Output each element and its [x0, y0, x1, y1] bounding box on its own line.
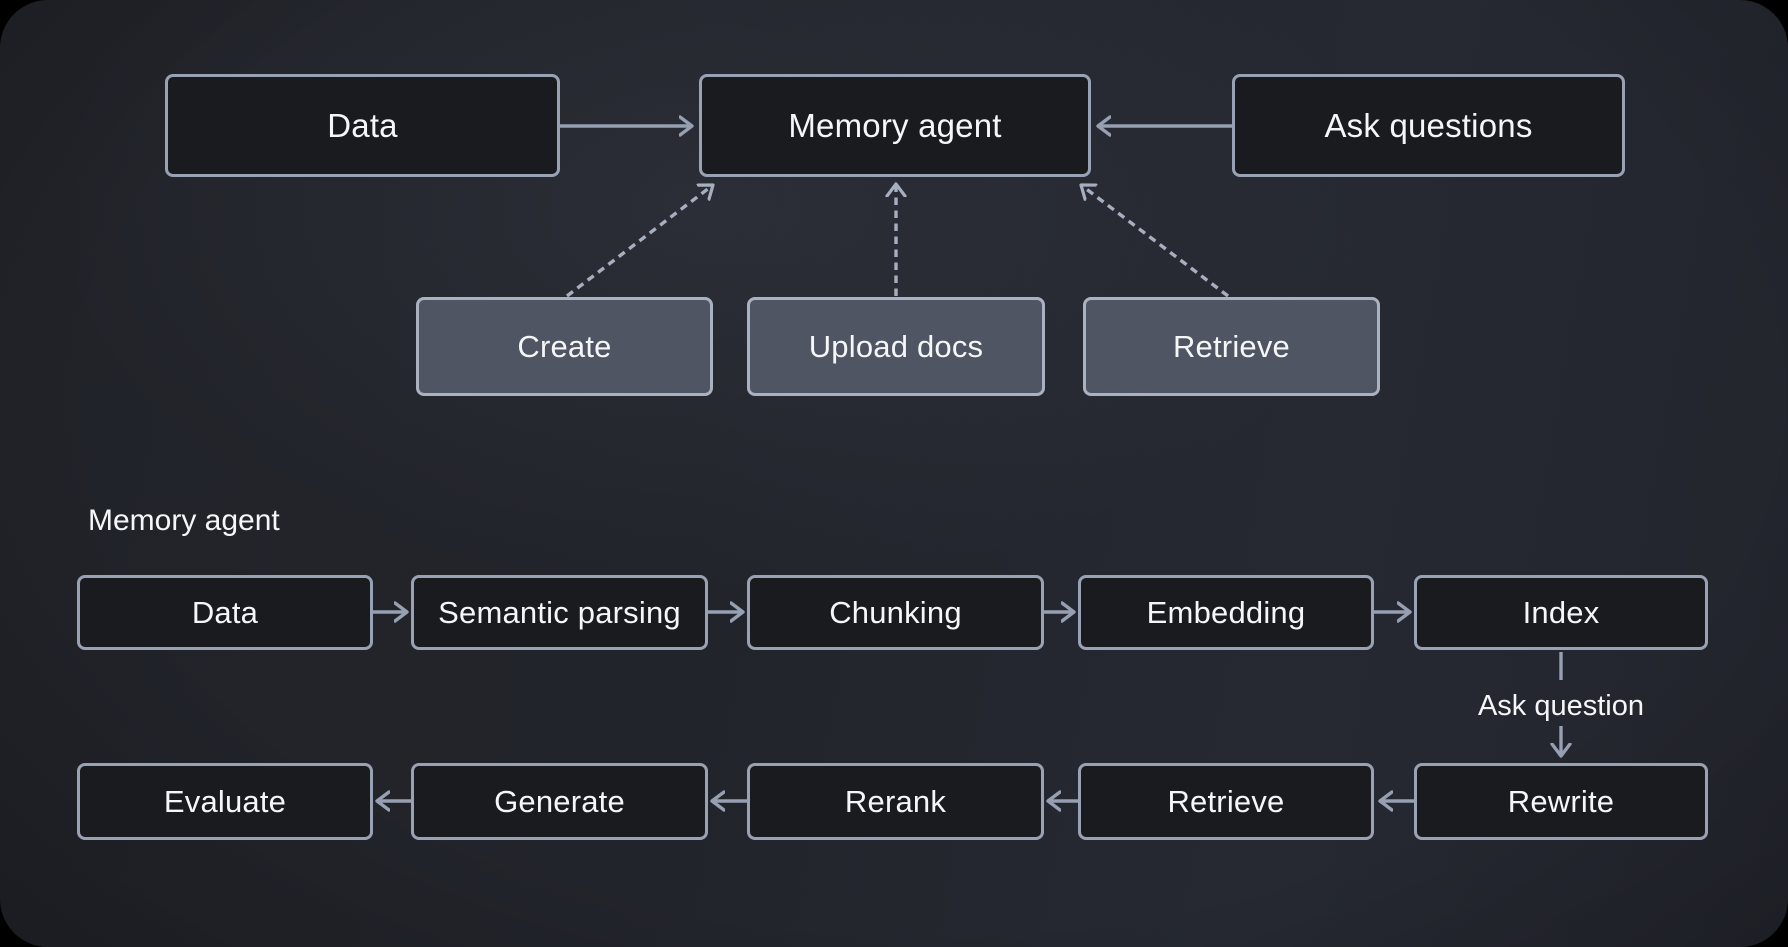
node-label: Data: [327, 106, 398, 144]
node-label: Rewrite: [1507, 783, 1615, 819]
node-create: Create: [416, 297, 713, 396]
node-label: Ask questions: [1324, 106, 1533, 144]
node-rerank: Rerank: [747, 763, 1044, 840]
node-label: Chunking: [829, 594, 962, 630]
node-ask-questions: Ask questions: [1232, 74, 1625, 177]
node-generate: Generate: [411, 763, 708, 840]
node-label: Index: [1522, 594, 1600, 630]
dashed-arrow-create-to-memory-agent: [565, 185, 713, 298]
node-retrieve-action: Retrieve: [1083, 297, 1380, 396]
node-label: Upload docs: [808, 328, 984, 364]
node-label: Evaluate: [163, 783, 287, 819]
node-label: Semantic parsing: [438, 594, 681, 630]
node-index: Index: [1414, 575, 1708, 650]
node-label: Generate: [494, 783, 625, 819]
node-label: Memory agent: [788, 106, 1002, 144]
node-embedding: Embedding: [1078, 575, 1374, 650]
dashed-arrow-retrieve-to-memory-agent: [1081, 185, 1230, 298]
node-semantic-parsing: Semantic parsing: [411, 575, 708, 650]
node-evaluate: Evaluate: [77, 763, 373, 840]
node-upload-docs: Upload docs: [747, 297, 1045, 396]
node-pipeline-data: Data: [77, 575, 373, 650]
ask-question-label: Ask question: [1477, 690, 1645, 722]
node-data-source: Data: [165, 74, 560, 177]
node-label: Retrieve: [1172, 328, 1291, 364]
node-label: Create: [517, 328, 612, 364]
node-label: Retrieve: [1167, 783, 1285, 819]
node-label: Data: [191, 594, 259, 630]
node-chunking: Chunking: [747, 575, 1044, 650]
node-memory-agent: Memory agent: [699, 74, 1091, 177]
node-label: Embedding: [1146, 594, 1306, 630]
node-pipeline-retrieve: Retrieve: [1078, 763, 1374, 840]
node-rewrite: Rewrite: [1414, 763, 1708, 840]
node-label: Rerank: [844, 783, 947, 819]
section-title-memory-agent: Memory agent: [88, 504, 280, 537]
